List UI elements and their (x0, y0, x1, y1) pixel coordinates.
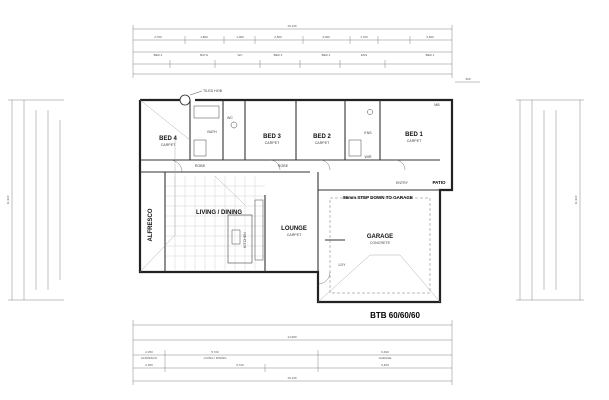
bottom-label-living: LIVING / DINING (204, 356, 228, 360)
bottom-label-garage: GARAGE (379, 356, 392, 360)
bottom-row-dim-3: 6,810 (381, 363, 389, 367)
top-dim-7: 2,500 (274, 35, 282, 39)
room-lounge: LOUNGE (281, 226, 307, 232)
kitchen-bench (227, 214, 253, 264)
room-lounge-finish: CARPET (287, 233, 302, 237)
room-patio: PATIO (432, 180, 446, 185)
step-down-note: 86mm STEP DOWN TO GARAGE (343, 195, 413, 200)
room-wc: WC (227, 116, 233, 120)
overall-width-bottom: 16,130 (287, 376, 297, 380)
ensuite-shower (348, 139, 362, 157)
top-label-bed2: BED 2 (322, 53, 331, 57)
overall-width-top: 16,130 (287, 24, 297, 28)
patio-dim: 300 (465, 77, 470, 81)
room-bed3-finish: CARPET (265, 141, 280, 145)
bottom-mid-dim-1: 14,960 (287, 335, 297, 339)
room-garage: GARAGE (367, 234, 393, 240)
room-garage-finish: CONCRETE (370, 241, 391, 245)
side-dim-left: 11,910 (6, 195, 10, 204)
tiled-hob-label: TILED HOB (203, 89, 223, 93)
side-dimension-lines (8, 99, 584, 301)
room-bed4: BED 4 (159, 136, 177, 142)
ensuite-toilet-icon (367, 109, 373, 115)
room-bed3: BED 3 (263, 134, 281, 140)
room-alfresco: ALFRESCO (148, 208, 154, 241)
room-kitchen: KITCHEN (243, 232, 247, 248)
top-label-bath: BATH (200, 53, 208, 57)
kitchen-sink (231, 229, 241, 245)
bottom-dimension-lines (132, 320, 453, 385)
top-dim-5: 1,000 (236, 35, 244, 39)
room-mb: MB (434, 103, 440, 107)
top-label-bed3: BED 3 (274, 53, 283, 57)
bottom-row-dim-2: 6,720 (236, 363, 244, 367)
top-dim-13: 3,600 (426, 35, 434, 39)
toilet-icon (230, 121, 238, 129)
bottom-row-dim-1: 2,250 (145, 363, 153, 367)
top-dim-9: 3,000 (322, 35, 330, 39)
room-ldy: LDY (339, 263, 347, 267)
bath-tub (193, 105, 220, 119)
bottom-label-alfresco: ALFRESCO (141, 356, 158, 360)
shower (193, 139, 207, 157)
tiled-floor-grid (165, 176, 265, 270)
top-dim-3: 1,800 (200, 35, 208, 39)
room-robe-2: ROBE (278, 164, 289, 168)
room-entry: ENTRY (396, 181, 409, 185)
top-label-wc: WC (238, 53, 244, 57)
top-label-bed1: BED 1 (426, 53, 435, 57)
room-robe-1: ROBE (195, 164, 206, 168)
bottom-dim-alfresco: 2,250 (145, 350, 153, 354)
tiled-hob-leader (189, 90, 203, 96)
room-ens: ENS (364, 131, 372, 135)
bottom-mid-dim-3: 6,490 (381, 350, 389, 354)
room-bath: BATH (207, 130, 217, 134)
top-dim-1: 2,700 (154, 35, 162, 39)
room-bed1: BED 1 (405, 132, 423, 138)
roof-hip-lines (139, 99, 441, 303)
drawing-title: BTB 60/60/60 (370, 311, 420, 320)
internal-walls (140, 100, 440, 272)
room-living-dining: LIVING / DINING (196, 210, 242, 216)
top-dim-11: 1,700 (360, 35, 368, 39)
tiled-hob-symbol (179, 94, 191, 106)
kitchen-back-bench (254, 199, 264, 261)
top-dimension-lines (132, 25, 453, 78)
room-bed4-finish: CARPET (161, 143, 176, 147)
top-label-ens: ENS (361, 53, 367, 57)
bottom-mid-dim-2: 5,720 (211, 350, 219, 354)
room-bed2-finish: CARPET (315, 141, 330, 145)
top-label-bed4: BED 4 (154, 53, 163, 57)
side-dim-right: 11,910 (574, 195, 578, 204)
room-bed1-finish: CARPET (407, 139, 422, 143)
garage-door-outline (329, 197, 431, 294)
door-swings (169, 159, 406, 285)
room-wir: WIR (365, 155, 372, 159)
room-bed2: BED 2 (313, 134, 331, 140)
